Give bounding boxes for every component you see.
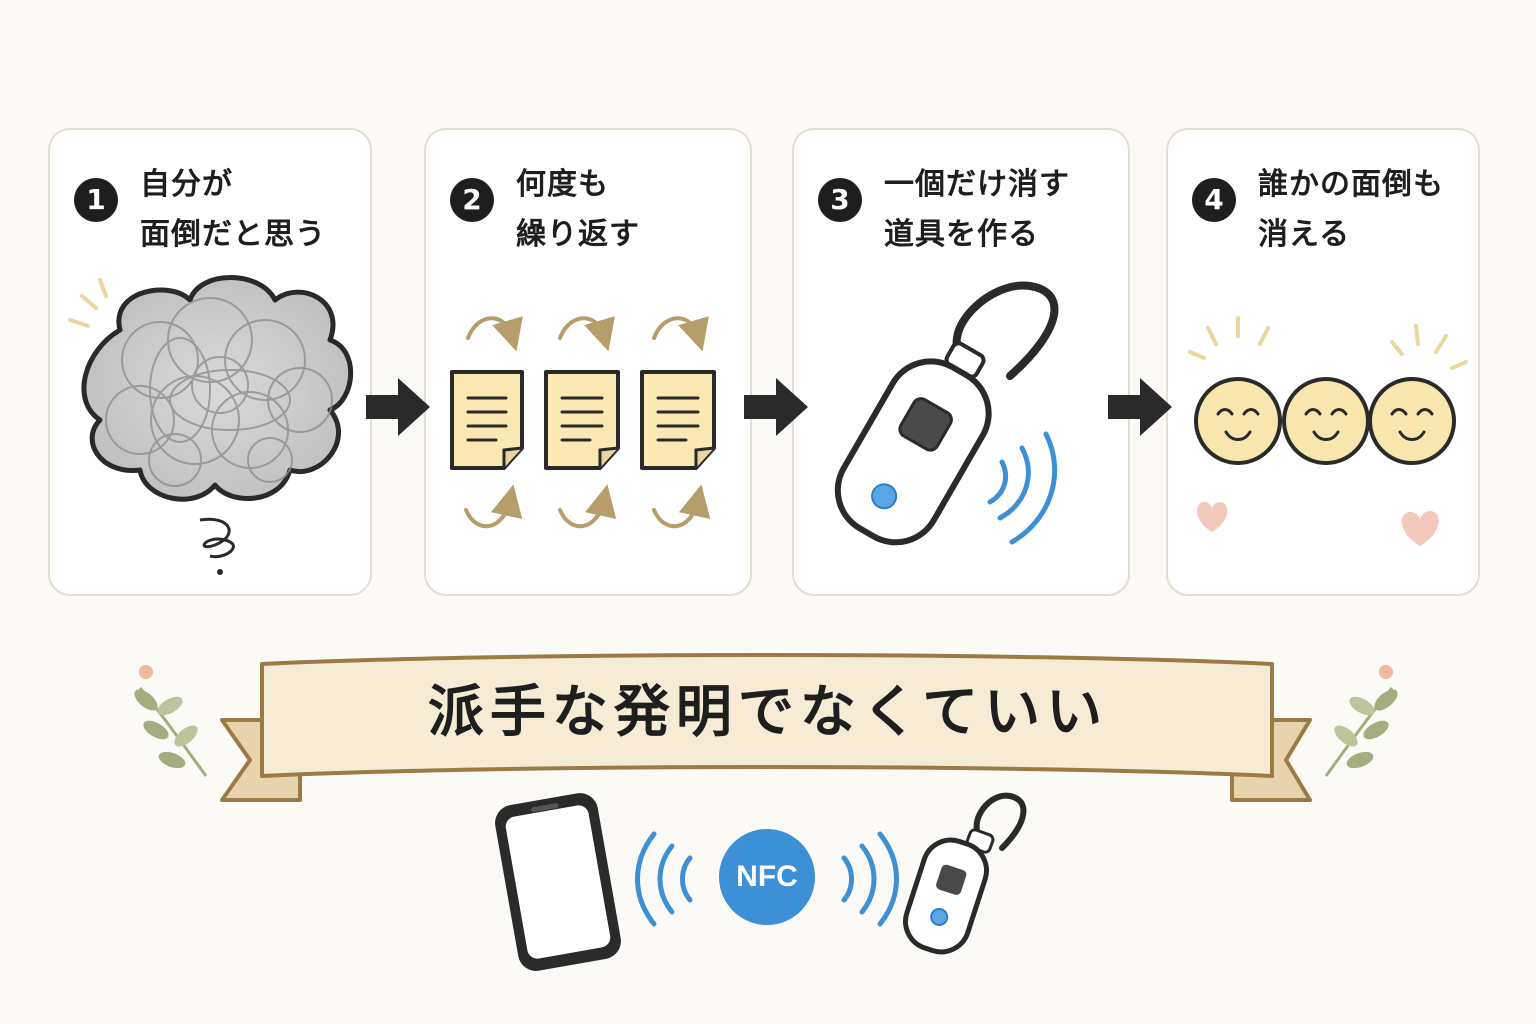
document-icon: [450, 370, 716, 470]
keyfob-tag-icon: [834, 281, 1059, 546]
step-title-3: 一個だけ消す 道具を作る: [884, 167, 1070, 252]
step-number-1: 1: [74, 178, 118, 222]
step-title-1: 自分が 面倒だと思う: [140, 167, 326, 252]
step-number-4: 4: [1192, 178, 1236, 222]
nfc-badge: NFC: [719, 829, 815, 925]
step-title-4: 誰かの面倒も 消える: [1258, 167, 1444, 252]
smiley-face-icon: [1188, 316, 1468, 465]
tangle-cloud-icon: [68, 275, 354, 575]
step-number-3: 3: [818, 178, 862, 222]
sprig-icon: [134, 665, 1398, 777]
step-title-2: 何度も 繰り返す: [516, 167, 640, 252]
heart-icon: [1197, 501, 1439, 546]
keyfob-tag-icon: [903, 792, 1027, 955]
ribbon-banner: [220, 653, 1312, 802]
cycle-arrow-icon: [464, 316, 711, 529]
smartphone-icon: [495, 793, 621, 971]
banner-text: 派手な発明でなくていい: [427, 680, 1109, 745]
step-number-2: 2: [450, 178, 494, 222]
right-arrow-icon: [366, 378, 1172, 436]
nfc-wave-icon: [635, 831, 899, 927]
nfc-wave-icon: [987, 431, 1058, 545]
